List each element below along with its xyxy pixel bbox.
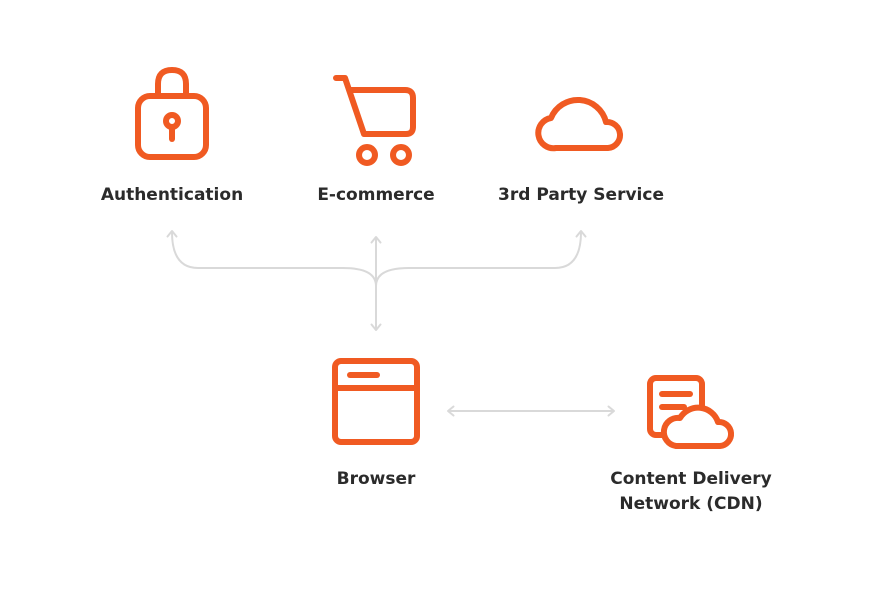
- connector-browser-third-party: [375, 230, 587, 287]
- document-cloud-icon: [647, 375, 734, 449]
- connectors: [166, 230, 615, 417]
- cloud-icon: [535, 96, 623, 152]
- shopping-cart-icon: [333, 75, 416, 166]
- cdn-label: Content Delivery Network (CDN): [591, 467, 791, 517]
- third-party-service-label: 3rd Party Service: [498, 185, 664, 205]
- browser-label: Browser: [336, 469, 416, 489]
- cdn-label-line1: Content Delivery: [610, 469, 772, 489]
- authentication-label: Authentication: [100, 185, 244, 205]
- ecommerce-label: E-commerce: [317, 185, 435, 205]
- lock-icon: [135, 67, 209, 160]
- browser-window-icon: [332, 358, 420, 445]
- cdn-label-line2: Network (CDN): [619, 494, 763, 514]
- connector-browser-authentication: [166, 230, 377, 287]
